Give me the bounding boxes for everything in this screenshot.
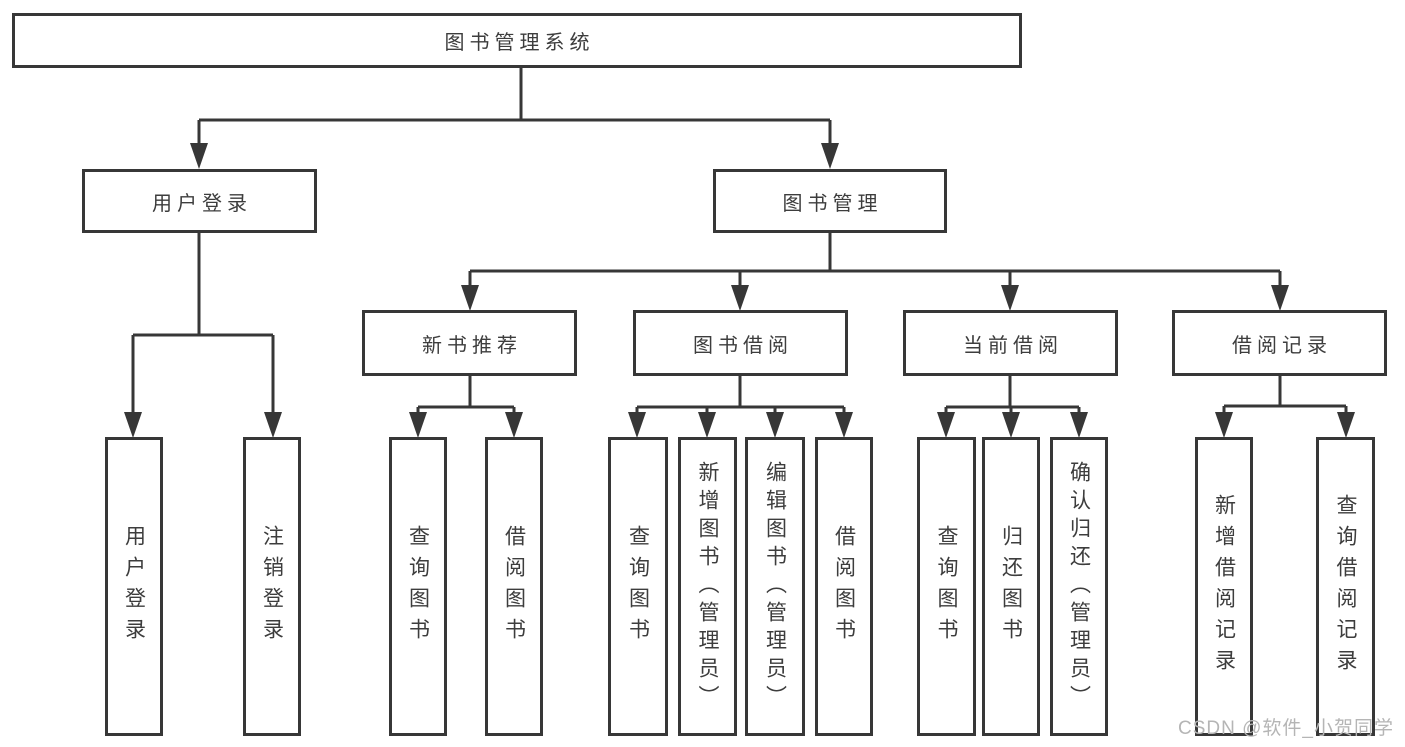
leaf-query-borrow-record: 查询借阅记录: [1316, 437, 1375, 736]
leaf-user-login: 用户登录: [105, 437, 163, 736]
leaf-return-books-label: 归还图书: [999, 524, 1023, 649]
leaf-add-borrow-record-label: 新增借阅记录: [1212, 493, 1236, 680]
node-borrowing-records-label: 借阅记录: [1232, 334, 1332, 357]
connector-current-to-leaves: [944, 376, 1081, 414]
leaf-query-books-recommend: 查询图书: [389, 437, 447, 736]
csdn-watermark: CSDN @软件_小贺同学: [1178, 718, 1394, 739]
leaf-edit-book-admin: 编辑图书（管理员）: [745, 437, 805, 736]
node-borrowing-records: 借阅记录: [1172, 310, 1387, 376]
node-current-borrowing: 当前借阅: [903, 310, 1118, 376]
connector-userlogin-to-leaves: [131, 233, 275, 414]
leaf-logout: 注销登录: [243, 437, 301, 736]
leaf-query-books-current: 查询图书: [917, 437, 976, 736]
leaf-add-borrow-record: 新增借阅记录: [1195, 437, 1253, 736]
node-current-borrowing-label: 当前借阅: [963, 334, 1063, 357]
node-user-login: 用户登录: [82, 169, 317, 233]
leaf-add-book-admin-label: 新增图书（管理员）: [696, 460, 719, 713]
leaf-borrow-books-borrowing-label: 借阅图书: [832, 524, 856, 649]
arrowheads: [124, 143, 1355, 438]
leaf-borrow-books-recommend-label: 借阅图书: [502, 524, 526, 649]
node-root-label: 图书管理系统: [444, 32, 595, 54]
connector-borrow-to-leaves: [635, 376, 846, 414]
node-user-login-label: 用户登录: [152, 192, 252, 215]
leaf-add-book-admin: 新增图书（管理员）: [678, 437, 737, 736]
leaf-return-books: 归还图书: [982, 437, 1040, 736]
leaf-confirm-return-admin: 确认归还（管理员）: [1050, 437, 1108, 736]
leaf-confirm-return-admin-label: 确认归还（管理员）: [1067, 460, 1091, 713]
node-new-book-recommend: 新书推荐: [362, 310, 577, 376]
leaf-query-books-borrowing: 查询图书: [608, 437, 668, 736]
connector-newbook-to-leaves: [416, 376, 516, 414]
leaf-user-login-label: 用户登录: [122, 524, 146, 649]
node-new-book-recommend-label: 新书推荐: [422, 334, 522, 357]
node-book-borrowing-label: 图书借阅: [693, 334, 793, 357]
connector-root-to-level2: [197, 68, 832, 146]
node-root: 图书管理系统: [12, 13, 1022, 68]
node-book-management-label: 图书管理: [782, 192, 883, 215]
leaf-borrow-books-borrowing: 借阅图书: [815, 437, 873, 736]
leaf-query-books-borrowing-label: 查询图书: [626, 524, 650, 649]
leaf-query-books-current-label: 查询图书: [935, 524, 958, 649]
connector-bookmgmt-to-level3: [468, 233, 1282, 288]
connector-records-to-leaves: [1222, 376, 1348, 414]
node-book-management: 图书管理: [713, 169, 947, 233]
leaf-logout-label: 注销登录: [260, 524, 284, 649]
leaf-query-borrow-record-label: 查询借阅记录: [1334, 493, 1357, 680]
leaf-edit-book-admin-label: 编辑图书（管理员）: [763, 460, 787, 713]
node-book-borrowing: 图书借阅: [633, 310, 848, 376]
leaf-query-books-recommend-label: 查询图书: [406, 524, 430, 649]
leaf-borrow-books-recommend: 借阅图书: [485, 437, 543, 736]
